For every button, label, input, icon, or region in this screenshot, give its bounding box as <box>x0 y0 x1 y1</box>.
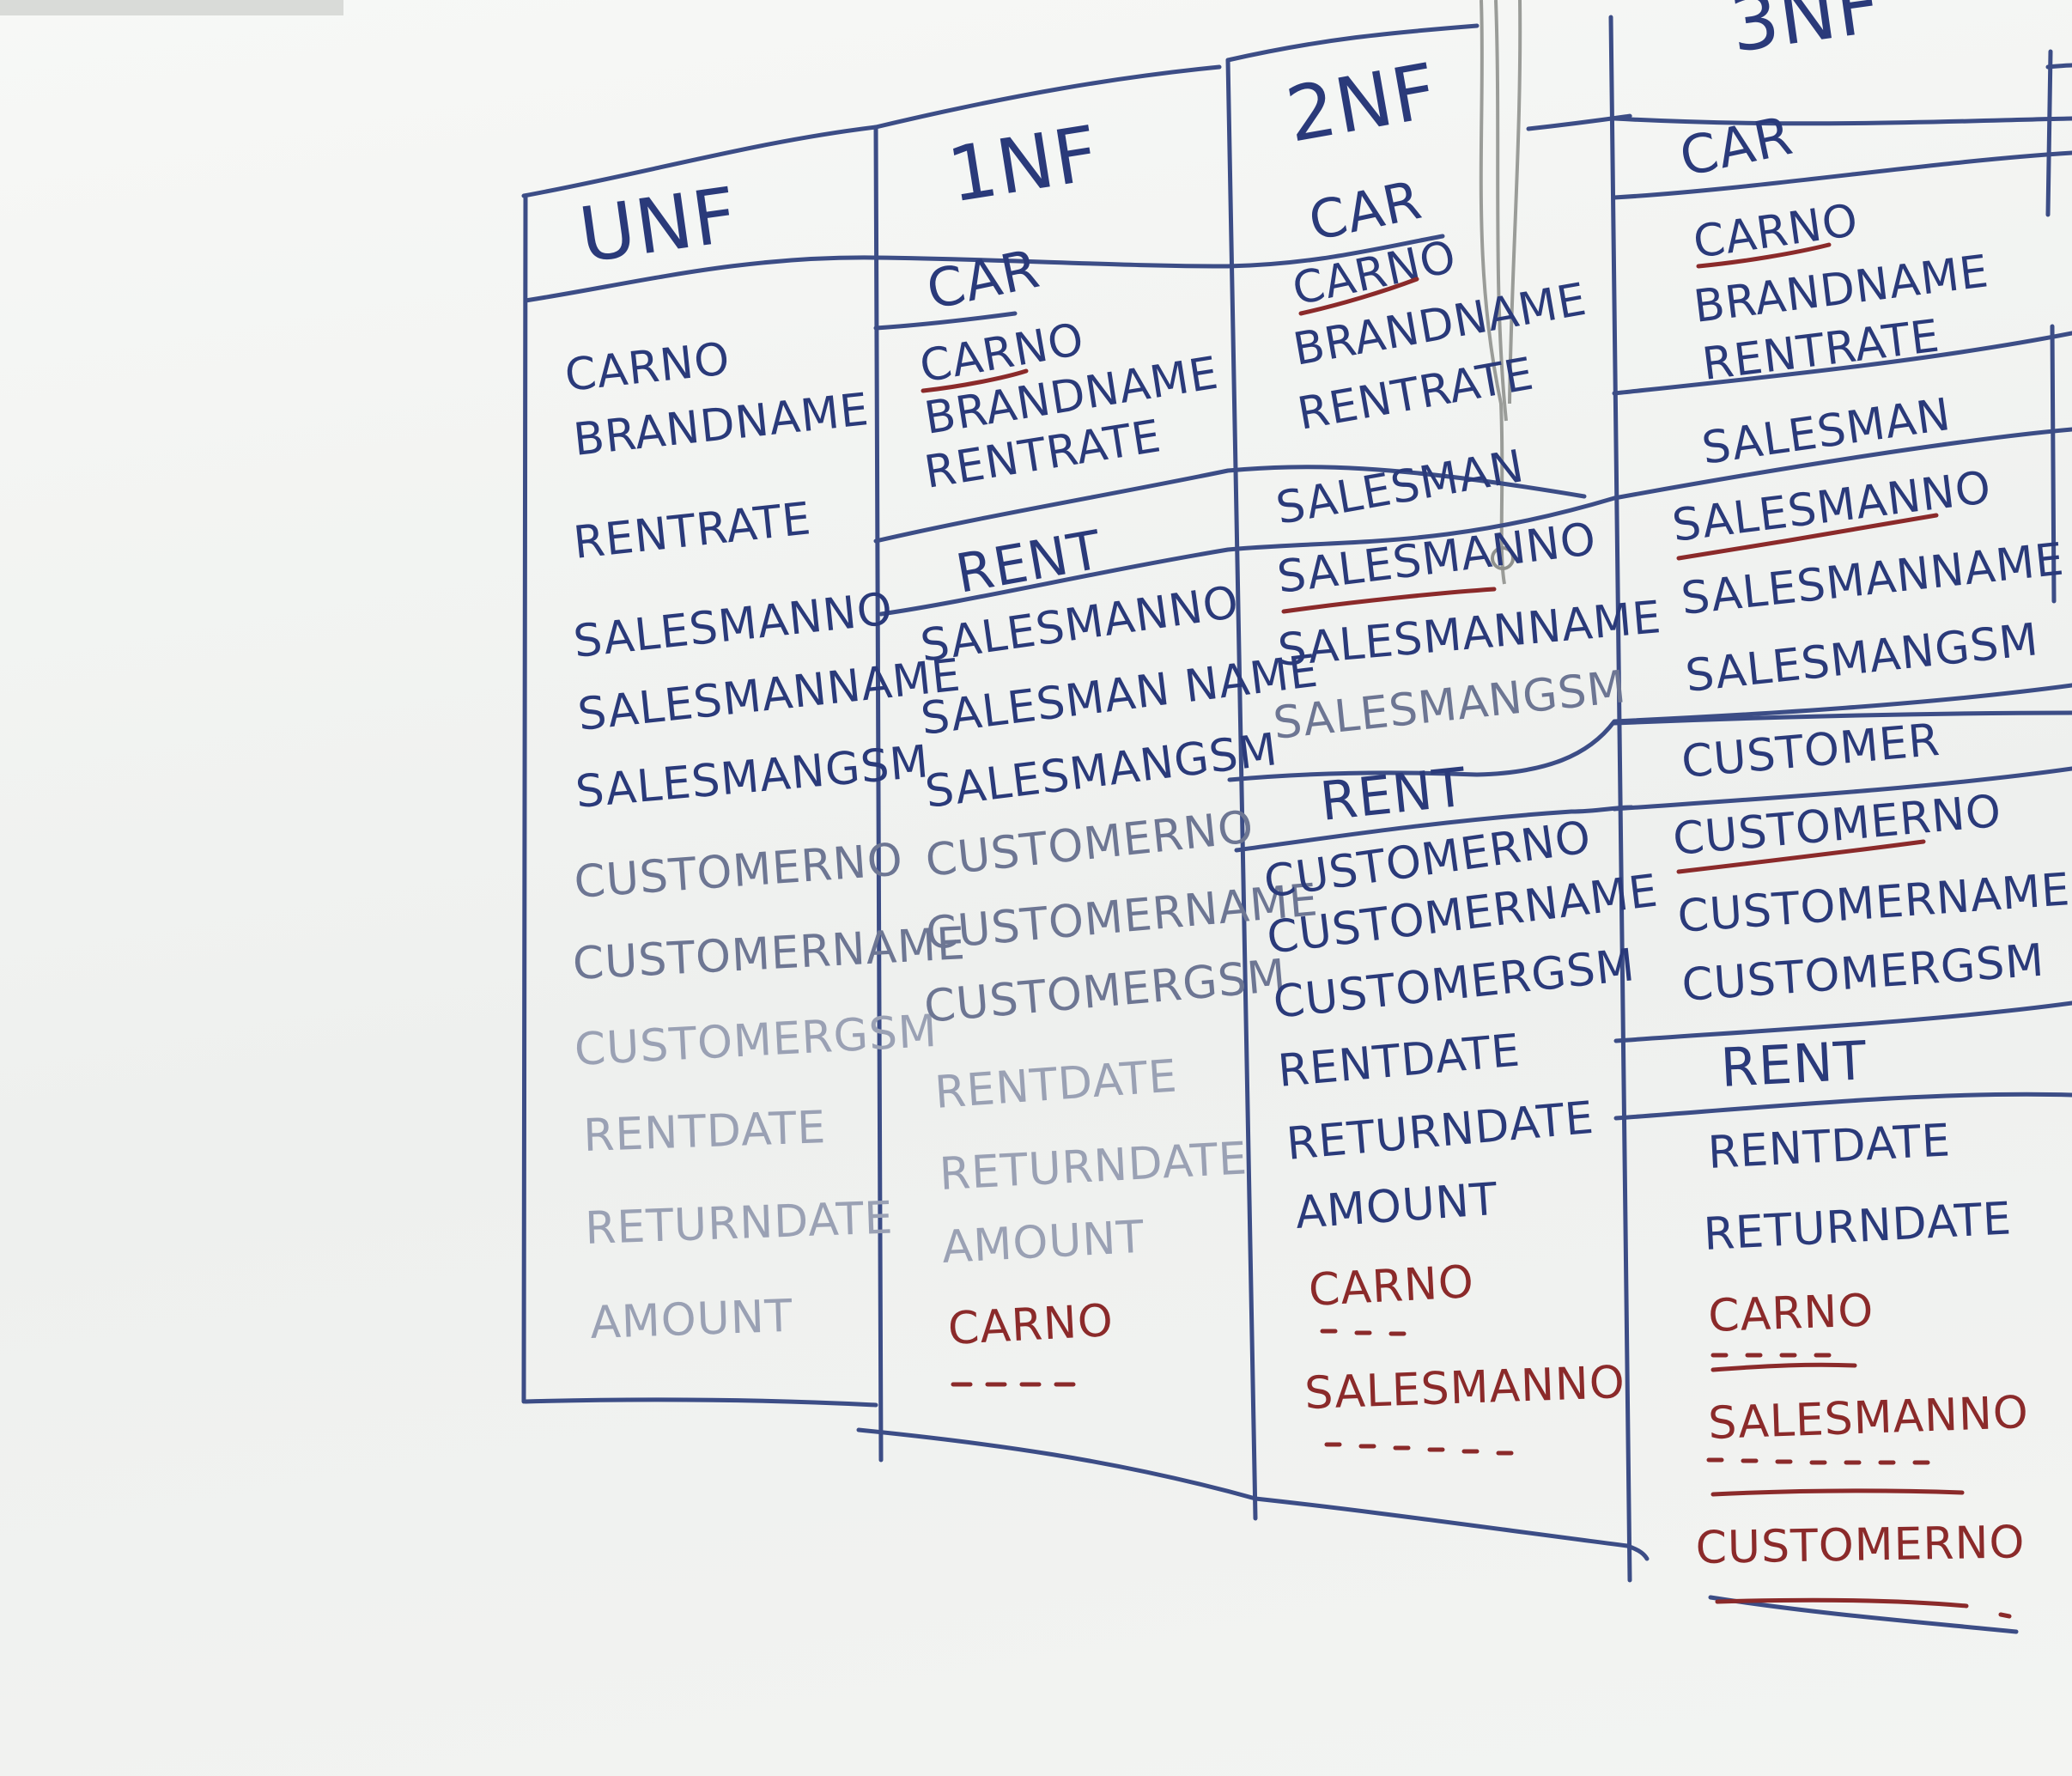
header-top-unf <box>521 125 878 198</box>
3nf-rent-top <box>1613 1001 2072 1043</box>
3nf-salesman-top <box>1612 331 2072 396</box>
2nf-rent-underline <box>1234 805 1634 853</box>
3nf-rent-item: RETURNDATE <box>1703 1193 2014 1261</box>
1nf-car-title: CAR <box>921 237 1045 322</box>
unf-item: AMOUNT <box>589 1291 793 1349</box>
header-top-1nf <box>873 64 1222 130</box>
table-grid <box>521 15 2072 1634</box>
header-underline-right <box>1526 113 2072 131</box>
1nf-rent-item: AMOUNT <box>941 1212 1146 1274</box>
unf-item: CARNO <box>562 333 732 402</box>
header-1nf: 1NF <box>942 109 1104 220</box>
bottom-2nf <box>1253 1496 1650 1561</box>
3nf-salesman-item: SALESMANNO <box>1669 462 1994 552</box>
1nf-foreign-key: CARNO <box>947 1295 1115 1355</box>
primary-key-underline <box>1676 839 1926 874</box>
foreign-key-dashes <box>1710 1353 1857 1372</box>
foreign-key-dashes <box>1706 1457 1965 1497</box>
unf-item: SALESMANNO <box>571 583 896 668</box>
1nf-car-underline <box>873 311 1018 331</box>
unf-item: SALESMANNAME <box>575 649 963 740</box>
3nf-column: CAR CARNO BRANDNAME RENTRATE SALESMAN SA… <box>1669 104 2072 1619</box>
3nf-rent-item: RENTDATE <box>1707 1115 1953 1179</box>
3nf-foreign-key: CARNO <box>1707 1285 1875 1342</box>
1nf-rent-title: RENT <box>951 518 1107 605</box>
2nf-foreign-key: SALESMANNO <box>1303 1357 1625 1420</box>
foreign-key-dashes <box>1715 1597 2012 1619</box>
board-edge <box>0 0 343 15</box>
1nf-rent-item: CUSTOMERNAME <box>924 874 1321 960</box>
bottom-1nf <box>856 1427 1258 1501</box>
col-line-5 <box>2045 49 2057 604</box>
1nf-rent-item: CUSTOMERGSM <box>922 950 1289 1033</box>
unf-column: CARNO BRANDNAME RENTRATE SALESMANNO SALE… <box>562 333 967 1349</box>
2nf-rent-item: RETURNDATE <box>1285 1092 1596 1171</box>
3nf-rent-underline <box>1613 1092 2072 1121</box>
foreign-key-dashes <box>1324 1442 1514 1456</box>
unf-item: CUSTOMERNO <box>573 834 905 909</box>
2nf-rent-item: AMOUNT <box>1294 1174 1500 1239</box>
col-line-3 <box>1225 58 1258 1521</box>
3nf-rent-title: RENT <box>1719 1029 1868 1099</box>
unf-item: CUSTOMERNAME <box>572 918 968 990</box>
unf-item: RENTDATE <box>582 1102 827 1162</box>
header-2nf: 2NF <box>1280 46 1444 160</box>
primary-key-underline <box>921 368 1029 393</box>
primary-key-underline <box>1696 242 1832 269</box>
hanging-chain <box>1479 0 1522 585</box>
unf-item: CUSTOMERGSM <box>574 1006 939 1076</box>
1nf-rent-underline <box>878 427 2072 617</box>
2nf-salesman-item: SALESMANGSM <box>1271 661 1629 750</box>
1nf-rent-item: RETURNDATE <box>939 1133 1249 1201</box>
3nf-customer-top <box>1612 710 2072 726</box>
2nf-rent-top <box>1227 683 2072 782</box>
header-unf: UNF <box>574 170 743 280</box>
1nf-rent-top <box>873 465 1587 544</box>
bottom-3nf <box>1708 1595 2019 1634</box>
primary-key-underline <box>1676 513 1939 561</box>
primary-key-underline <box>1281 587 1497 614</box>
3nf-customer-underline <box>1612 766 2072 812</box>
col-line-2 <box>873 125 884 1463</box>
2nf-rent-item: RENTDATE <box>1276 1025 1522 1098</box>
3nf-foreign-key: SALESMANNO <box>1707 1387 2029 1450</box>
col-line-4 <box>1608 15 1632 1583</box>
3nf-salesman-item: SALESMANGSM <box>1683 614 2041 702</box>
3nf-foreign-key: CUSTOMERNO <box>1695 1517 2026 1574</box>
unf-item: RETURNDATE <box>584 1192 894 1254</box>
3nf-customer-item: CUSTOMERGSM <box>1680 935 2046 1012</box>
3nf-car-top <box>1612 150 2072 200</box>
3nf-car-title: CAR <box>1674 104 1798 189</box>
2nf-foreign-key: CARNO <box>1308 1256 1476 1317</box>
primary-key-underline <box>1298 277 1419 316</box>
1nf-rent-item: CUSTOMERNO <box>923 801 1256 887</box>
3nf-customer-title: CUSTOMER <box>1680 715 1942 788</box>
1nf-column: CAR CARNO BRANDNAME RENTRATE RENT SALESM… <box>916 237 1322 1387</box>
bottom-unf <box>523 1397 878 1408</box>
foreign-key-dashes <box>1320 1329 1407 1336</box>
2nf-rent-title: RENT <box>1317 755 1469 832</box>
header-3nf: 3NF <box>1725 0 1887 70</box>
3nf-customer-item: CUSTOMERNAME <box>1676 864 2072 943</box>
unf-item: RENTRATE <box>571 493 814 569</box>
header-top-2nf <box>1225 23 1480 63</box>
col-line-1 <box>521 195 528 1404</box>
header-underline <box>523 234 1445 303</box>
2nf-salesman-title: SALESMAN <box>1273 441 1528 535</box>
1nf-rent-item: RENTDATE <box>933 1050 1179 1119</box>
